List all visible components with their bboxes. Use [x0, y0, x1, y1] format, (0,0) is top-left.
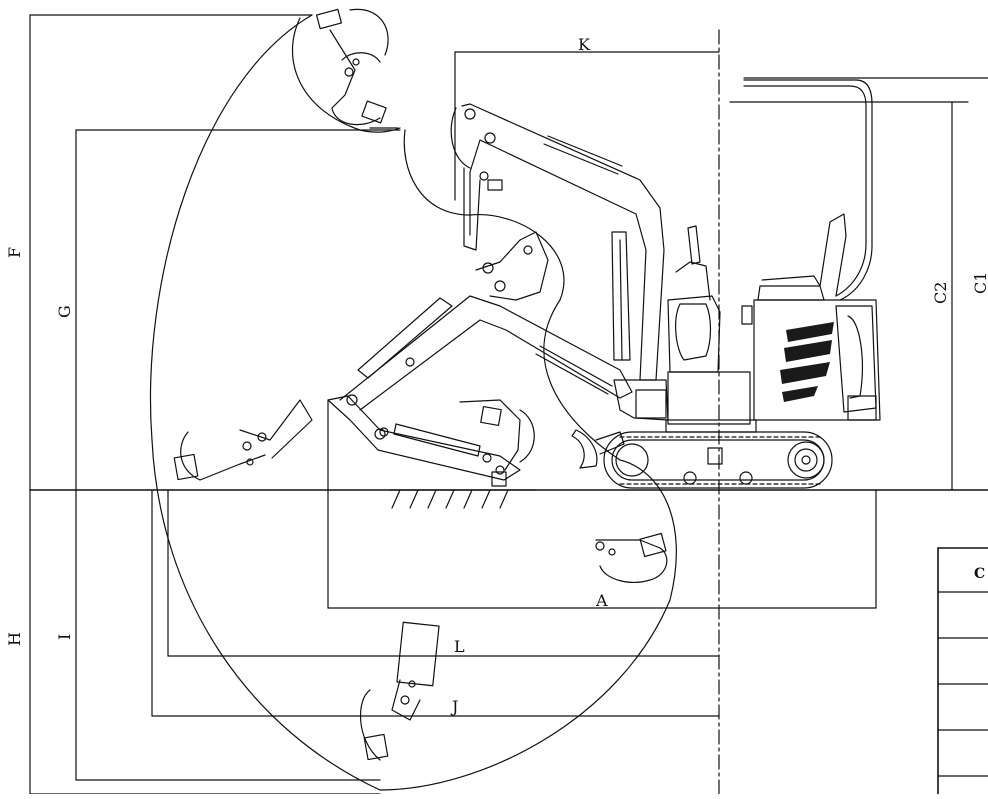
bucket-below-ground-position	[595, 532, 668, 583]
bucket-swing-arc-top	[291, 8, 401, 133]
frame-lines	[29, 14, 401, 795]
label-H: H	[5, 632, 24, 646]
reach-envelope	[149, 14, 677, 791]
spec-table-header: C	[974, 566, 985, 582]
label-J: J	[450, 697, 458, 716]
label-F: F	[5, 247, 24, 258]
boom-raised	[450, 103, 665, 381]
label-I: I	[55, 634, 74, 640]
bucket-left-position	[173, 399, 313, 481]
label-L: L	[454, 637, 465, 656]
dimension-K	[454, 51, 720, 201]
excavator-body	[571, 79, 881, 489]
dimension-A	[327, 399, 877, 609]
label-K: K	[578, 35, 591, 54]
brand-decal	[780, 322, 834, 402]
dimension-C	[729, 77, 988, 491]
label-C1: C1	[971, 272, 988, 294]
spec-table	[937, 547, 988, 795]
bucket-deep-position	[359, 621, 440, 761]
dimension-J	[151, 489, 720, 717]
dimension-L	[167, 489, 720, 657]
ground-hatch	[389, 489, 537, 509]
bucket-ground-position	[459, 399, 535, 487]
label-A: A	[595, 591, 608, 610]
boom-mid	[339, 231, 633, 440]
arm-low	[327, 395, 521, 481]
bucket-high-position	[315, 8, 399, 129]
label-G: G	[55, 305, 74, 318]
label-C2: C2	[931, 282, 950, 304]
